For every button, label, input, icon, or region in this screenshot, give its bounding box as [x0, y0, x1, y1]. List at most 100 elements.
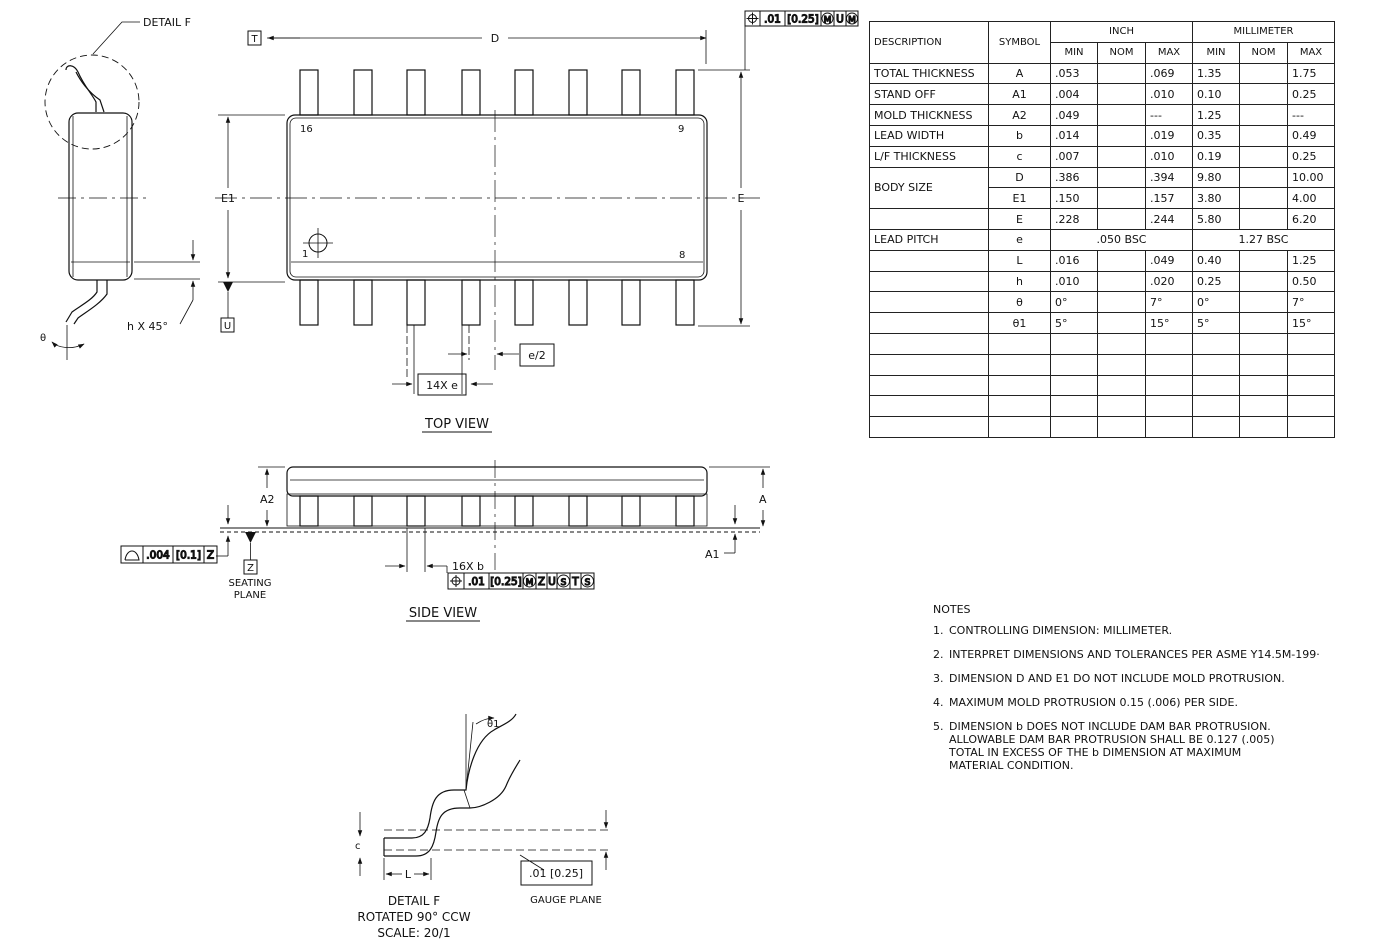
table-cell: --- — [1145, 104, 1193, 126]
table-cell — [1050, 332, 1098, 355]
pin8-label: 8 — [679, 250, 685, 261]
note-item: 1.CONTROLLING DIMENSION: MILLIMETER. — [933, 624, 1353, 637]
fcf-text: S — [585, 578, 591, 588]
header-description: DESCRIPTION — [869, 21, 989, 64]
package-body-inner — [289, 117, 705, 278]
table-cell — [1097, 374, 1146, 397]
header-mm-nom: NOM — [1239, 41, 1288, 64]
lead-top-row — [621, 69, 641, 116]
table-cell: 0.25 — [1287, 83, 1335, 106]
table-cell — [1239, 62, 1288, 85]
table-cell: E1 — [988, 187, 1051, 210]
table-cell: 0.50 — [1287, 270, 1335, 293]
side-view-leads — [299, 495, 695, 527]
table-row — [869, 416, 1335, 438]
note-item: 5.DIMENSION b DOES NOT INCLUDE DAM BAR P… — [933, 720, 1353, 772]
table-cell — [988, 374, 1051, 397]
note-item: 3.DIMENSION D AND E1 DO NOT INCLUDE MOLD… — [933, 672, 1353, 685]
table-cell: LEAD PITCH — [869, 228, 989, 251]
table-cell — [869, 312, 989, 334]
table-cell: 5° — [1050, 312, 1098, 334]
dim-e-label: E — [738, 192, 745, 205]
fcf-text: U — [836, 14, 844, 26]
table-cell: A — [988, 62, 1051, 85]
fcf-cell — [203, 545, 218, 564]
table-cell: 15° — [1145, 312, 1193, 334]
table-cell — [1097, 249, 1146, 272]
table-cell — [1239, 187, 1288, 210]
notes-block: NOTES 1.CONTROLLING DIMENSION: MILLIMETE… — [933, 603, 1353, 783]
lead-side — [461, 495, 481, 527]
datum-u-label: U — [224, 321, 231, 332]
table-cell: LEAD WIDTH — [869, 124, 989, 147]
table-cell — [1097, 83, 1146, 106]
dim-a1-label: A1 — [705, 548, 720, 561]
detail-f-rotation: ROTATED 90° CCW — [357, 910, 470, 924]
table-cell — [1239, 374, 1288, 397]
table-header-row: DESCRIPTION SYMBOL INCH MILLIMETER — [869, 21, 1335, 64]
modifier-circle-icon — [821, 12, 834, 25]
table-cell — [988, 416, 1051, 438]
table-cell — [1097, 104, 1146, 126]
table-cell — [1097, 124, 1146, 147]
note-text: MAXIMUM MOLD PROTRUSION 0.15 (.006) PER … — [949, 696, 1238, 709]
lead-side — [406, 495, 426, 527]
fcf-text: Z — [538, 576, 545, 588]
dim-a2-label: A2 — [260, 493, 275, 506]
table-cell: 0.35 — [1192, 124, 1240, 147]
table-cell: 1.27 BSC — [1192, 228, 1335, 251]
table-cell: .020 — [1145, 270, 1193, 293]
table-cell: θ — [988, 291, 1051, 314]
header-in-max: MAX — [1145, 41, 1193, 64]
table-cell: 0.19 — [1192, 145, 1240, 168]
lead-width-label: 16X b — [452, 560, 484, 573]
lead-bottom-row — [514, 279, 534, 326]
fcf-cell — [580, 572, 595, 590]
table-cell — [1097, 353, 1146, 376]
table-cell: 7° — [1287, 291, 1335, 314]
table-cell: 1.35 — [1192, 62, 1240, 85]
table-cell — [1287, 395, 1335, 418]
lead-side — [675, 495, 695, 527]
detail-f-view — [357, 713, 612, 886]
table-cell: 15° — [1287, 312, 1335, 334]
table-cell: 6.20 — [1287, 208, 1335, 230]
detail-f-callout — [44, 21, 200, 360]
table-cell: .053 — [1050, 62, 1098, 85]
header-mm-max: MAX — [1287, 41, 1335, 64]
table-cell — [1097, 208, 1146, 230]
notes-title: NOTES — [933, 603, 971, 616]
table-cell — [1145, 395, 1193, 418]
table-cell — [1239, 124, 1288, 147]
table-cell — [1145, 332, 1193, 355]
lead-side — [514, 495, 534, 527]
header-symbol: SYMBOL — [988, 21, 1051, 64]
fcf-text: M — [824, 16, 832, 26]
table-cell — [1239, 291, 1288, 314]
table-cell: 0.40 — [1192, 249, 1240, 272]
lead-side — [621, 495, 641, 527]
table-row — [869, 395, 1335, 418]
side-view-caption: SIDE VIEW — [409, 606, 477, 621]
table-cell — [1097, 187, 1146, 210]
top-view-leads — [299, 69, 695, 326]
table-cell: e — [988, 228, 1051, 251]
table-cell — [1239, 332, 1288, 355]
table-cell — [1145, 416, 1193, 438]
table-cell: .016 — [1050, 249, 1098, 272]
table-cell: L/F THICKNESS — [869, 145, 989, 168]
table-cell: MOLD THICKNESS — [869, 104, 989, 126]
fcf-text: Z — [207, 550, 214, 562]
table-cell — [1097, 62, 1146, 85]
table-cell — [1097, 145, 1146, 168]
modifier-circle-icon — [846, 12, 858, 25]
table-cell: b — [988, 124, 1051, 147]
detail-f-scale: SCALE: 20/1 — [377, 926, 450, 940]
table-cell — [1239, 83, 1288, 106]
table-cell — [869, 395, 989, 418]
